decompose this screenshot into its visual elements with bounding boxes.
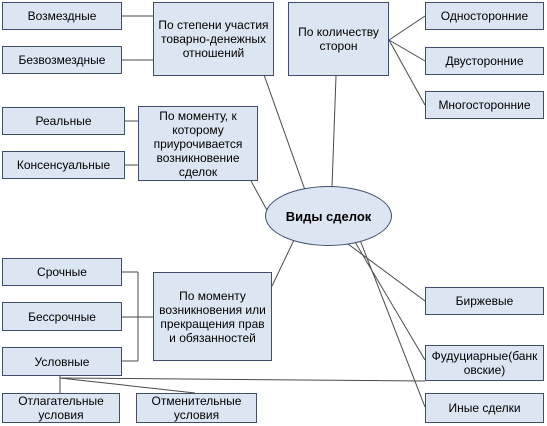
item-resolutive: Отменительные условия [136, 393, 257, 423]
center-node: Виды сделок [265, 186, 392, 246]
category-moment: По моменту, к которому приурочивается во… [138, 106, 258, 181]
item-paid: Возмездные [2, 2, 122, 30]
item-free: Безвозмездные [2, 46, 122, 74]
item-two-sided: Двусторонние [425, 47, 544, 75]
item-suspensive: Отлагательные условия [2, 393, 120, 423]
item-conditional: Условные [2, 347, 122, 376]
item-fiduciary: Фудуциарные(банковские) [425, 345, 544, 381]
item-exchange: Биржевые [425, 287, 544, 315]
item-fixed-term: Срочные [2, 258, 122, 286]
item-other: Иные сделки [425, 393, 544, 423]
item-one-sided: Односторонние [425, 2, 544, 30]
category-parties: По количеству сторон [288, 2, 389, 76]
item-real: Реальные [2, 107, 125, 135]
category-origin: По моменту возникновения или прекращения… [153, 272, 272, 361]
item-multi-sided: Многосторонние [425, 91, 544, 119]
category-payment: По степени участия товарно-денежных отно… [153, 2, 274, 76]
item-indefinite: Бессрочные [2, 302, 122, 331]
item-consensual: Консенсуальные [2, 151, 125, 179]
